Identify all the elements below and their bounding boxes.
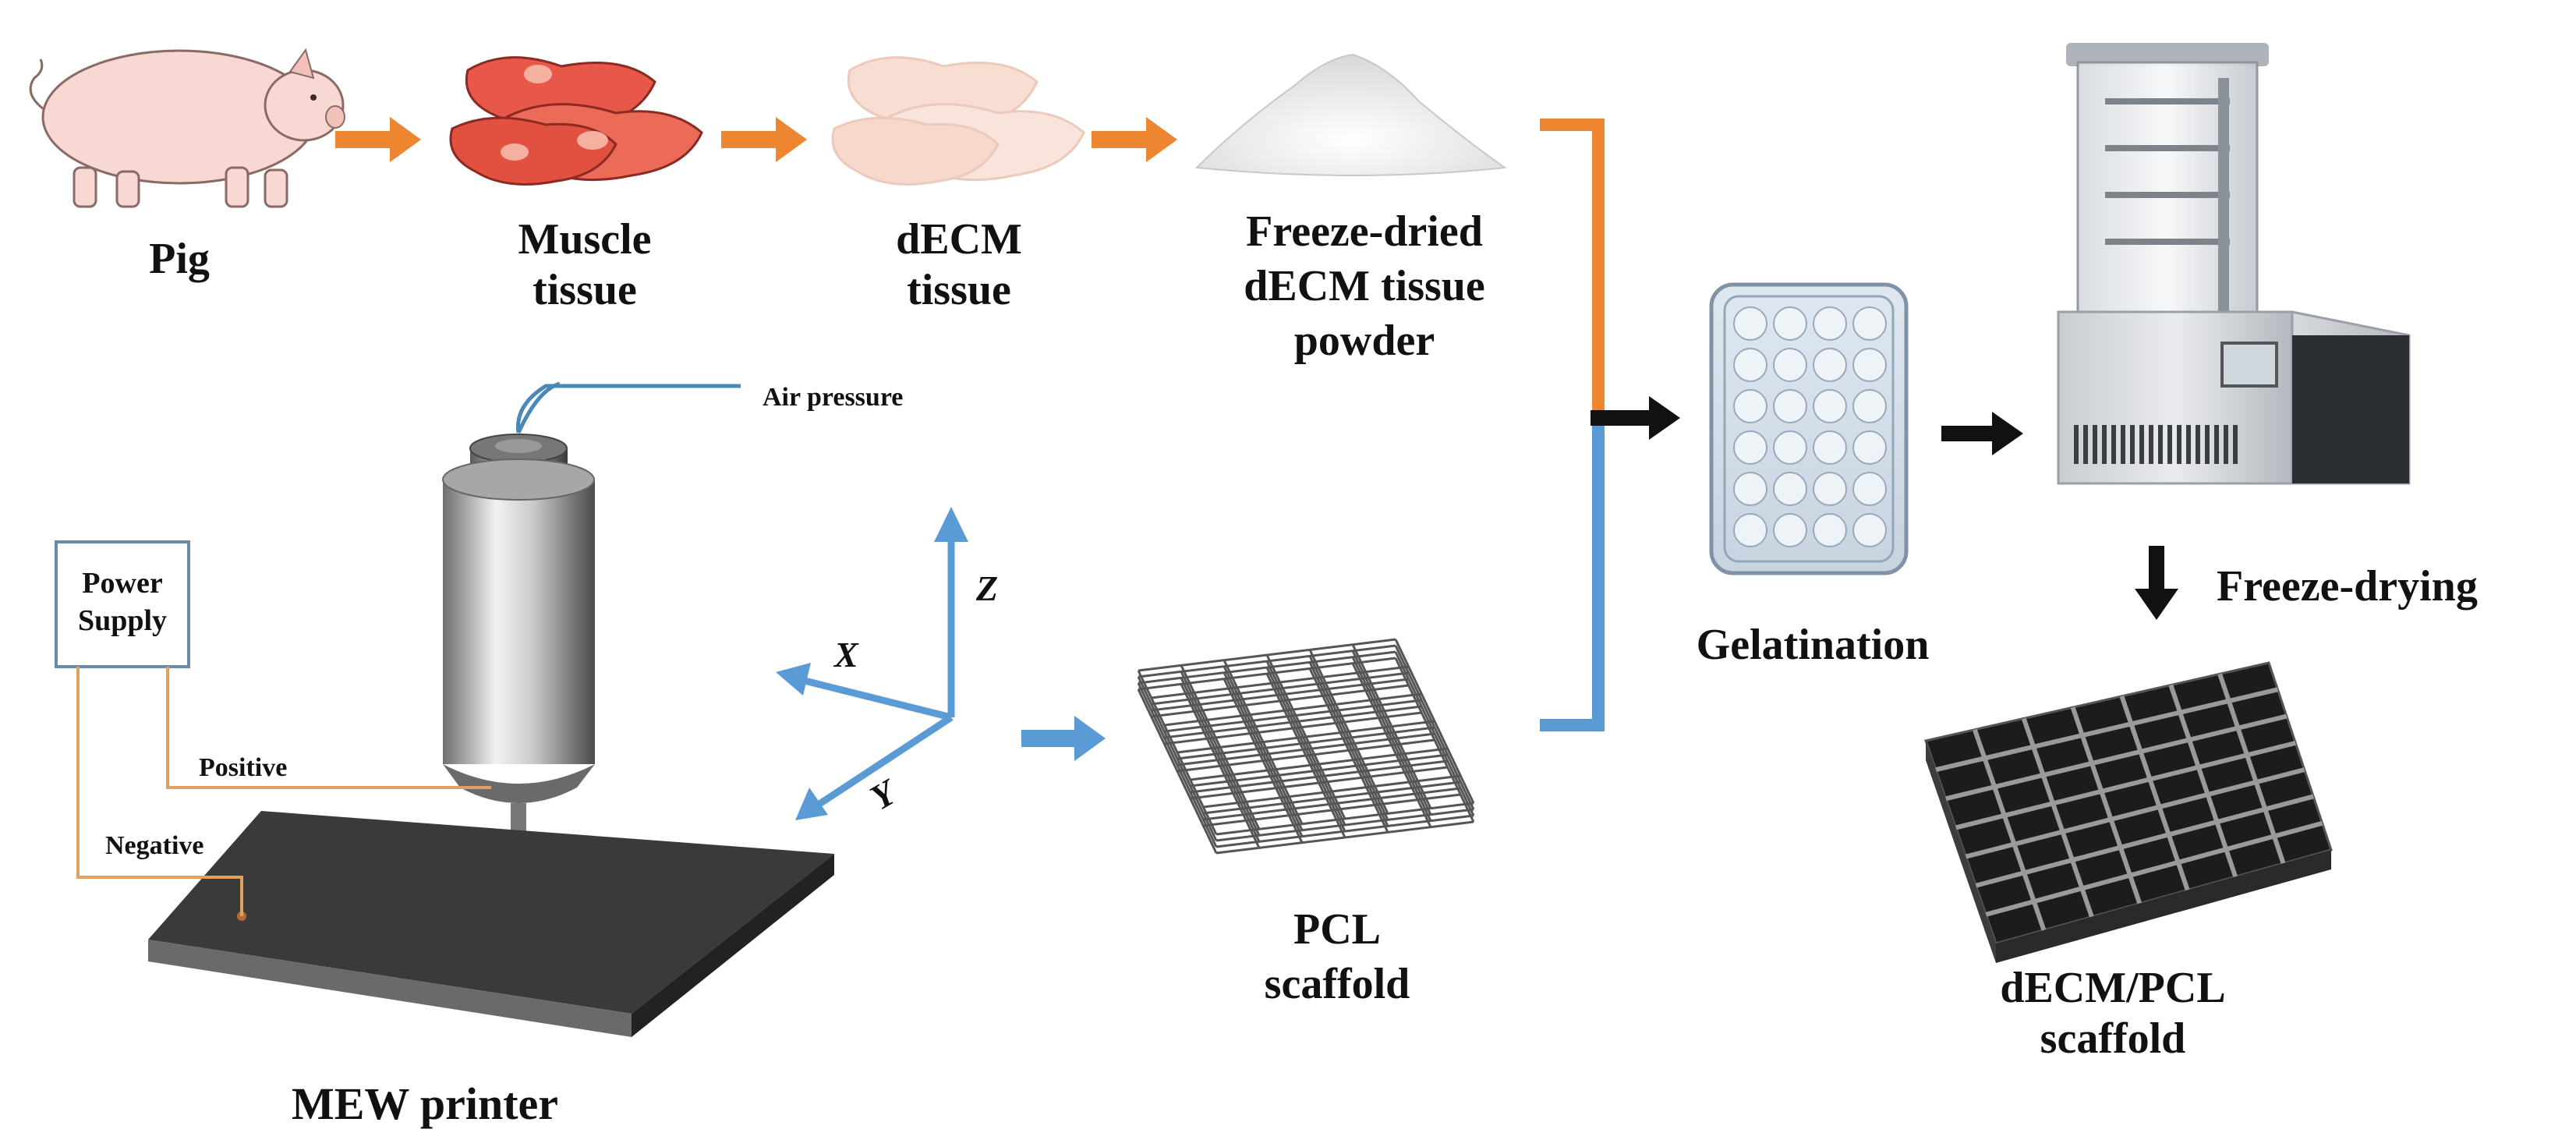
well xyxy=(1813,348,1847,382)
orange-bracket xyxy=(1540,119,1605,417)
vent-slot xyxy=(2074,425,2079,464)
well xyxy=(1773,472,1807,506)
vent-slot xyxy=(2177,425,2181,464)
wires xyxy=(76,667,491,916)
well xyxy=(1813,306,1847,341)
well xyxy=(1773,306,1807,341)
well xyxy=(1733,513,1767,547)
orange-arrow-2 xyxy=(721,117,807,162)
well xyxy=(1773,430,1807,465)
well-grid xyxy=(1733,306,1887,547)
label-pig: Pig xyxy=(149,235,210,283)
well xyxy=(1813,472,1847,506)
well xyxy=(1773,389,1807,423)
label-mew-printer: MEW printer xyxy=(292,1078,558,1129)
well xyxy=(1813,430,1847,465)
well xyxy=(1733,389,1767,423)
vent-slot xyxy=(2121,425,2125,464)
well xyxy=(1733,348,1767,382)
label-decm-line1: dECM xyxy=(896,215,1022,264)
well xyxy=(1813,389,1847,423)
vent-slot xyxy=(2196,425,2200,464)
pig-icon xyxy=(29,48,345,208)
vent-slot xyxy=(2214,425,2219,464)
vent-slot xyxy=(2139,425,2144,464)
well xyxy=(1852,389,1887,423)
label-final-line1: dECM/PCL xyxy=(2000,964,2225,1012)
label-supply: Supply xyxy=(78,604,167,637)
label-powder-line3: powder xyxy=(1294,317,1435,365)
label-axis-x: X xyxy=(833,635,859,674)
label-pcl-line1: PCL xyxy=(1293,905,1381,954)
well xyxy=(1852,348,1887,382)
muscle-tissue-icon xyxy=(449,56,703,186)
label-final-line2: scaffold xyxy=(2040,1014,2186,1063)
vent-slot xyxy=(2130,425,2135,464)
vent-grille xyxy=(2074,425,2238,464)
well xyxy=(1733,430,1767,465)
label-axis-z: Z xyxy=(975,568,998,608)
decm-pcl-scaffold-icon xyxy=(1924,661,2333,963)
vent-slot xyxy=(2083,425,2088,464)
well xyxy=(1733,306,1767,341)
label-power: Power xyxy=(82,567,163,600)
blue-bracket xyxy=(1540,417,1605,731)
well xyxy=(1773,513,1807,547)
label-muscle-line1: Muscle xyxy=(518,215,651,264)
vent-slot xyxy=(2167,425,2172,464)
label-powder-line1: Freeze-dried xyxy=(1246,207,1483,256)
vent-slot xyxy=(2149,425,2153,464)
orange-arrow-1 xyxy=(335,117,421,162)
label-axis-y: Y xyxy=(864,770,905,817)
power-supply-box xyxy=(55,540,190,668)
pcl-scaffold-icon xyxy=(1137,638,1475,855)
vent-slot xyxy=(2186,425,2191,464)
label-powder-line2: dECM tissue xyxy=(1244,262,1485,310)
well xyxy=(1852,430,1887,465)
vent-slot xyxy=(2224,425,2228,464)
label-negative: Negative xyxy=(105,831,204,860)
label-positive: Positive xyxy=(199,753,287,782)
vent-slot xyxy=(2093,425,2097,464)
blue-arrow xyxy=(1021,716,1106,761)
label-decm-line2: tissue xyxy=(907,266,1011,314)
well xyxy=(1813,513,1847,547)
label-muscle-line2: tissue xyxy=(533,266,637,314)
well-plate-icon xyxy=(1709,282,1909,575)
well xyxy=(1852,306,1887,341)
black-arrow-down xyxy=(2135,546,2178,620)
well xyxy=(1852,513,1887,547)
mew-printer-icon xyxy=(148,434,834,1037)
vent-slot xyxy=(2158,425,2163,464)
black-arrow-to-dryer xyxy=(1941,412,2023,455)
freeze-dryer-icon xyxy=(2057,43,2411,485)
vent-slot xyxy=(2233,425,2238,464)
label-pcl-line2: scaffold xyxy=(1265,960,1410,1008)
decm-tissue-icon xyxy=(831,56,1085,186)
vent-slot xyxy=(2205,425,2210,464)
label-freeze-drying: Freeze-drying xyxy=(2217,562,2478,611)
vent-slot xyxy=(2102,425,2107,464)
well xyxy=(1852,472,1887,506)
axis-arrowheads xyxy=(776,507,968,820)
vent-slot xyxy=(2111,425,2116,464)
label-air-pressure: Air pressure xyxy=(763,383,903,412)
well xyxy=(1733,472,1767,506)
powder-pile-icon xyxy=(1194,53,1507,176)
label-gelatination: Gelatination xyxy=(1697,621,1930,669)
well xyxy=(1773,348,1807,382)
air-pressure-line xyxy=(515,381,741,434)
orange-arrow-3 xyxy=(1092,117,1177,162)
black-arrow-merge xyxy=(1591,396,1680,440)
xyz-axes xyxy=(794,530,955,810)
